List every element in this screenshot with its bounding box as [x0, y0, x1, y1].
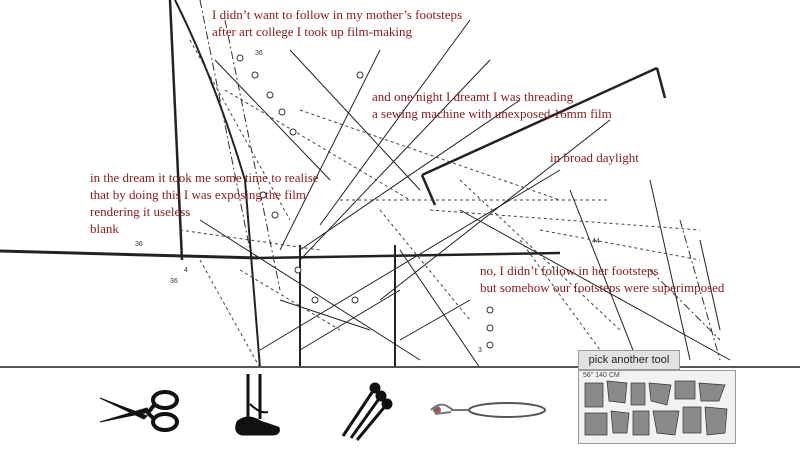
sewing-machine-foot-icon [235, 374, 280, 436]
poem-block-3: in broad daylight [550, 149, 639, 166]
poem-line: no, I didn’t follow in her footsteps [480, 263, 659, 278]
pattern-label: 36 [255, 50, 263, 57]
poem-line: I didn’t want to follow in my mother’s f… [212, 7, 463, 22]
pattern-label: 36 [170, 278, 178, 285]
poem-line: in the dream it took me some time to rea… [90, 170, 319, 185]
poem-block-5: no, I didn’t follow in her footsteps but… [480, 262, 724, 296]
pattern-label: 4 [184, 267, 188, 274]
pattern-canvas: 36 36 4 36 44 3 [0, 0, 731, 368]
poem-line: that by doing this I was exposing the fi… [90, 187, 306, 202]
poem-line: but somehow our footsteps were superimpo… [480, 280, 725, 295]
pick-another-tool-button[interactable]: pick another tool [578, 350, 680, 370]
poem-block-4: in the dream it took me some time to rea… [90, 169, 319, 237]
ruler-label: 56" 140 CM [583, 372, 620, 379]
seam-ripper-icon [430, 402, 546, 418]
poem-line: and one night I dreamt I was threading [372, 89, 574, 104]
pattern-label: 3 [478, 347, 482, 354]
pattern-sheet-tool[interactable]: pick another tool 56" 140 CM [578, 350, 736, 444]
pattern-label: 44 [592, 238, 600, 245]
poem-line: in broad daylight [550, 150, 639, 165]
tool-bar: pick another tool 56" 140 CM [0, 350, 800, 452]
scissors-tool[interactable] [95, 374, 185, 444]
pattern-label: 36 [135, 241, 143, 248]
poem-line: a sewing machine with unexposed 16mm fil… [372, 106, 612, 121]
pattern-sheet[interactable]: 56" 140 CM [578, 370, 736, 444]
poem-line: blank [90, 221, 119, 236]
sewing-machine-foot-tool[interactable] [220, 374, 290, 444]
seam-ripper-tool[interactable] [425, 374, 555, 444]
poem-line: after art college I took up film-making [212, 24, 412, 39]
poem-block-2: and one night I dreamt I was threading a… [372, 88, 612, 122]
pattern-sheet-icon [584, 380, 728, 436]
pins-icon [341, 382, 393, 441]
pins-tool[interactable] [335, 374, 395, 444]
scissors-icon [99, 390, 179, 432]
poem-line: rendering it useless [90, 204, 191, 219]
poem-block-1: I didn’t want to follow in my mother’s f… [212, 6, 462, 40]
